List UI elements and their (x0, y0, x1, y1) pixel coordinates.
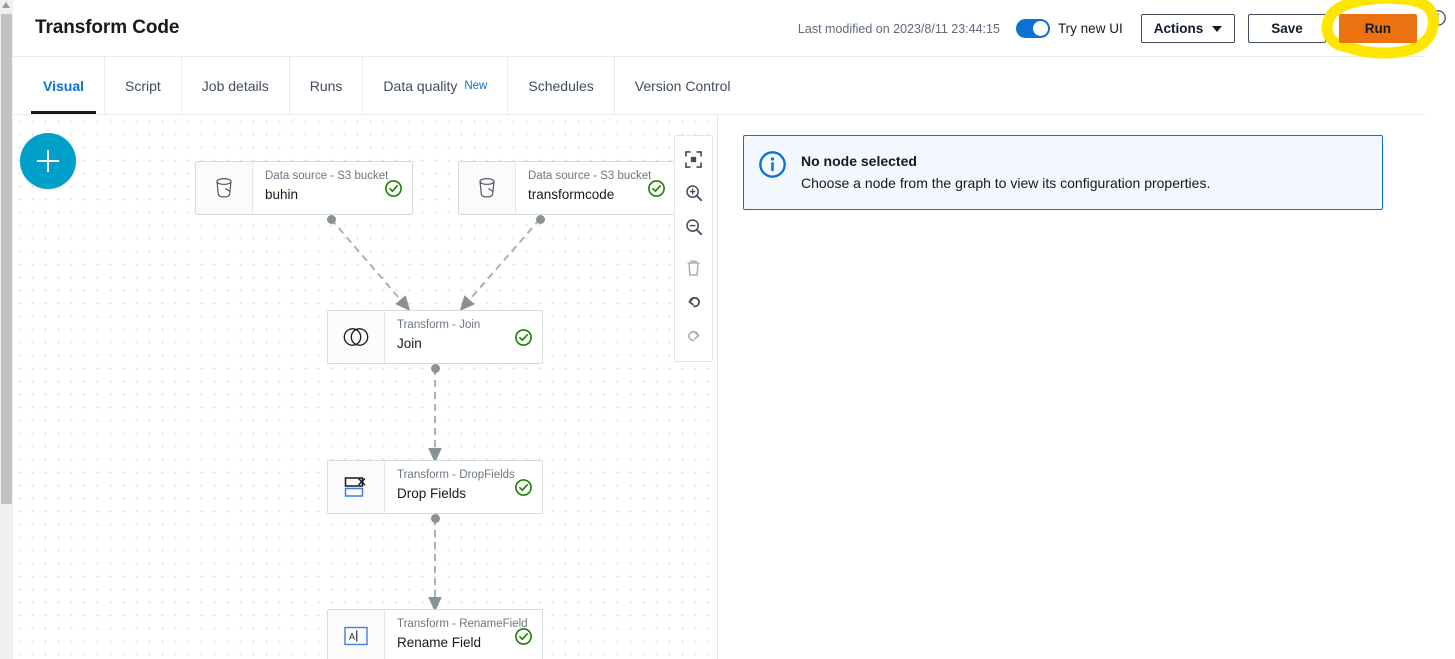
node-labels: Data source - S3 bucket transformcode (516, 162, 675, 214)
node-name-label: buhin (265, 187, 299, 202)
tab-schedules-label: Schedules (528, 77, 594, 94)
last-modified-text: Last modified on 2023/8/11 23:44:15 (797, 21, 1000, 36)
redo-icon (679, 319, 709, 353)
alert-text-block: No node selected Choose a node from the … (801, 150, 1210, 193)
node-type-label: Data source - S3 bucket (528, 170, 652, 182)
node-type-label: Transform - DropFields (397, 469, 515, 481)
try-new-ui-label: Try new UI (1057, 21, 1123, 36)
check-circle-icon (515, 628, 532, 645)
node-properties-panel: No node selected Choose a node from the … (718, 115, 1425, 659)
add-node-button[interactable] (20, 133, 76, 189)
svg-text:A: A (349, 632, 355, 642)
tab-data-quality-label: Data quality (383, 77, 458, 94)
graph-node-drop-fields[interactable]: Transform - DropFields Drop Fields (327, 460, 543, 514)
job-graph-canvas[interactable]: Data source - S3 bucket buhin (13, 115, 718, 659)
tab-data-quality[interactable]: Data quality New (363, 57, 509, 114)
tab-runs-label: Runs (309, 77, 343, 94)
tab-version-control[interactable]: Version Control (615, 57, 751, 114)
node-name-label: Rename Field (397, 635, 482, 650)
glue-studio-app: Transform Code Last modified on 2023/8/1… (13, 0, 1455, 659)
node-labels: Transform - Join Join (385, 311, 542, 363)
s3-bucket-icon (196, 162, 253, 214)
tab-runs[interactable]: Runs (290, 57, 364, 114)
canvas-toolbar (674, 135, 713, 362)
tab-script-label: Script (125, 77, 161, 94)
scrollbar-thumb[interactable] (1, 14, 12, 504)
undo-icon[interactable] (679, 285, 709, 319)
s3-bucket-icon (459, 162, 516, 214)
node-type-label: Transform - Join (397, 319, 481, 331)
drop-fields-icon (328, 461, 385, 513)
toggle-knob (1032, 21, 1048, 36)
node-type-label: Data source - S3 bucket (265, 170, 389, 182)
zoom-out-icon[interactable] (679, 210, 709, 244)
alert-body: Choose a node from the graph to view its… (801, 175, 1211, 191)
node-labels: Data source - S3 bucket buhin (253, 162, 412, 214)
page-header: Transform Code Last modified on 2023/8/1… (13, 0, 1439, 59)
rename-field-icon: A (328, 610, 385, 659)
check-circle-icon (515, 329, 532, 346)
graph-node-transformcode[interactable]: Data source - S3 bucket transformcode (458, 161, 676, 215)
chevron-down-icon (1212, 25, 1223, 32)
node-name-label: Drop Fields (397, 486, 467, 501)
node-type-label: Transform - RenameField (397, 618, 528, 630)
node-labels: Transform - DropFields Drop Fields (385, 461, 542, 513)
tab-job-details[interactable]: Job details (182, 57, 290, 114)
header-actions: Last modified on 2023/8/11 23:44:15 Try … (797, 0, 1439, 59)
alert-title: No node selected (801, 153, 917, 169)
tab-version-control-label: Version Control (634, 77, 731, 94)
try-new-ui-toggle-group[interactable]: Try new UI (1015, 19, 1123, 38)
tab-schedules[interactable]: Schedules (508, 57, 615, 114)
node-labels: Transform - RenameField Rename Field (385, 610, 542, 659)
tab-job-details-label: Job details (201, 77, 269, 94)
graph-node-join[interactable]: Transform - Join Join (327, 310, 543, 364)
trash-icon (679, 251, 709, 285)
check-circle-icon (385, 180, 402, 197)
tab-visual[interactable]: Visual (23, 57, 105, 114)
graph-edges (330, 218, 541, 612)
try-new-ui-toggle[interactable] (1015, 19, 1050, 38)
node-output-port[interactable] (431, 364, 440, 373)
edge-src2-join (459, 218, 541, 312)
info-circle-icon[interactable] (1429, 9, 1447, 27)
page-title: Transform Code (35, 17, 180, 38)
actions-button[interactable]: Actions (1140, 14, 1236, 43)
scrollbar-up-arrow-icon[interactable] (2, 2, 10, 8)
actions-button-label: Actions (1153, 21, 1204, 36)
node-name-label: transformcode (528, 187, 615, 202)
zoom-in-icon[interactable] (679, 176, 709, 210)
tab-bar: Visual Script Job details Runs Data qual… (13, 57, 1425, 115)
check-circle-icon (515, 479, 532, 496)
no-node-selected-alert: No node selected Choose a node from the … (743, 135, 1383, 210)
browser-scrollbar[interactable] (0, 0, 14, 659)
graph-node-buhin[interactable]: Data source - S3 bucket buhin (195, 161, 413, 215)
edge-src1-join (330, 218, 411, 312)
check-circle-icon (648, 180, 665, 197)
info-circle-icon (759, 151, 786, 178)
run-button[interactable]: Run (1338, 14, 1417, 43)
fit-to-screen-icon[interactable] (679, 142, 709, 176)
tab-script[interactable]: Script (105, 57, 182, 114)
join-venn-icon (328, 311, 385, 363)
node-output-port[interactable] (431, 514, 440, 523)
tab-visual-label: Visual (43, 77, 84, 94)
node-name-label: Join (397, 336, 422, 351)
tab-data-quality-new-badge: New (464, 79, 488, 92)
node-output-port[interactable] (536, 215, 545, 224)
node-output-port[interactable] (327, 215, 336, 224)
save-button[interactable]: Save (1248, 14, 1326, 43)
run-button-group: Run (1321, 0, 1439, 59)
graph-node-rename-field[interactable]: A Transform - RenameField Rename Field (327, 609, 543, 659)
